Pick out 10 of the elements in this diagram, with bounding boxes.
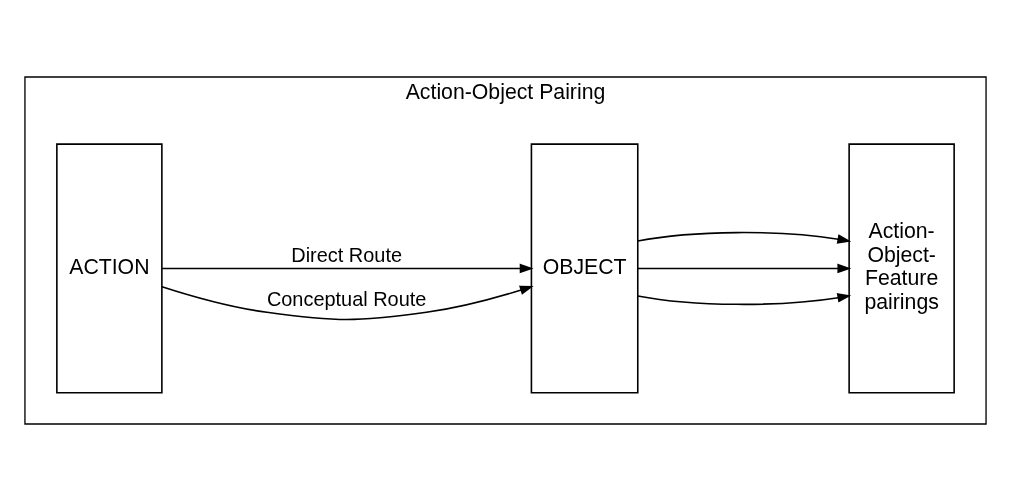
node-box: ACTION (55, 143, 163, 394)
edge-label: Conceptual Route (266, 287, 426, 310)
arrow (160, 263, 534, 274)
arrow (160, 285, 534, 321)
edge-label: Direct Route (290, 243, 402, 266)
node-box: OBJECT (530, 143, 639, 394)
arrow (636, 293, 851, 306)
arrow (636, 263, 851, 274)
arrow (636, 231, 851, 244)
node-box: Action- Object- Feature pairings (847, 143, 955, 394)
